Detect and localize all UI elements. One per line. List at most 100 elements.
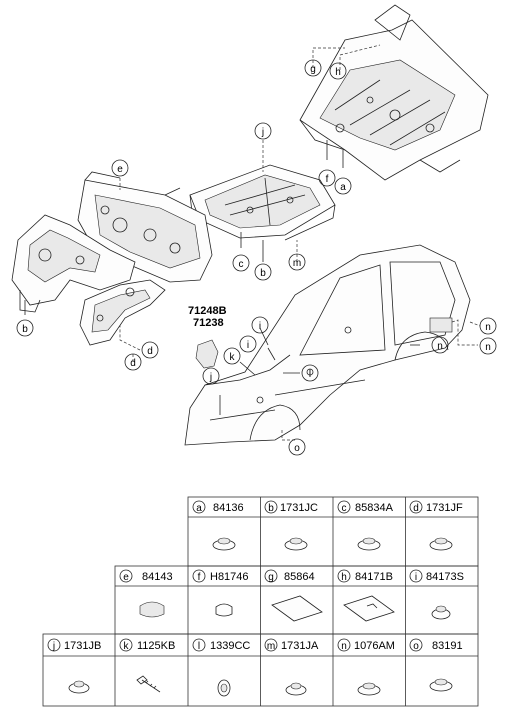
callout-circle-l <box>301 364 319 382</box>
callout-circle-b-left <box>16 319 34 337</box>
svg-text:e: e <box>123 572 129 583</box>
body-side-panel <box>184 244 471 446</box>
callout-circle-n-bottom <box>479 337 497 355</box>
callout-n-mid: n <box>437 341 443 352</box>
part-code-n: 1076AM <box>354 640 395 652</box>
callout-i-lower: i <box>247 340 249 351</box>
part-code-b: 1731JC <box>280 502 318 514</box>
svg-text:d: d <box>413 503 419 514</box>
legend-cell-c: c 85834A <box>337 500 394 514</box>
side-bracket <box>195 339 219 369</box>
callout-n-bottom: n <box>485 342 491 353</box>
rear-floor-assembly <box>299 4 489 181</box>
callout-circle-n-top <box>479 317 497 335</box>
round-rubber-plug-icon-d <box>429 537 453 551</box>
callout-h: h <box>335 67 341 78</box>
leader-lines <box>24 44 481 441</box>
callout-l: l <box>309 369 311 380</box>
callout-circle-e <box>111 159 129 177</box>
callout-i-upper: i <box>259 321 261 332</box>
round-rubber-plug-icon-m <box>285 682 307 696</box>
part-number-71248b: 71248B <box>188 305 227 317</box>
callout-j-side: j <box>209 372 212 383</box>
callout-b-left: b <box>22 324 28 335</box>
svg-text:i: i <box>415 572 417 583</box>
legend-cell-e: e 84143 <box>119 569 173 583</box>
part-code-o: 83191 <box>432 640 463 652</box>
grommet-icon-l <box>217 679 231 697</box>
callout-o: o <box>294 443 300 454</box>
rectangular-sheet-icon-g <box>271 595 323 622</box>
svg-text:j: j <box>52 641 55 652</box>
round-rubber-plug-icon-b <box>284 537 308 551</box>
legend-headers: a 84136 b 1731JC c 85834A d 1731JF e 841… <box>47 500 464 652</box>
callouts: g h f a j e c b m b d d i i k j l o n <box>16 59 497 456</box>
svg-text:b: b <box>268 503 274 514</box>
front-side-member <box>11 214 136 313</box>
part-code-m: 1731JA <box>281 640 319 652</box>
part-code-f: H81746 <box>210 571 249 583</box>
svg-text:a: a <box>196 503 202 514</box>
callout-a: a <box>340 182 346 193</box>
legend-cell-m: m 1731JA <box>264 638 319 652</box>
callout-circle-c <box>232 254 250 272</box>
callout-g: g <box>310 64 316 75</box>
dash-panel <box>77 171 213 283</box>
callout-d-left: d <box>130 358 136 369</box>
callout-circle-j-side <box>202 367 220 385</box>
legend-icons <box>68 537 453 697</box>
part-code-h: 84171B <box>355 571 393 583</box>
callout-j-top: j <box>261 127 264 138</box>
callout-circle-o <box>288 438 306 456</box>
center-floor-pan <box>189 164 336 241</box>
legend-cell-l: l 1339CC <box>192 638 250 652</box>
round-rubber-plug-icon-c <box>357 537 381 551</box>
part-code-g: 85864 <box>284 571 315 583</box>
front-lower-frame <box>79 279 166 346</box>
callout-e: e <box>117 164 123 175</box>
part-code-l: 1339CC <box>210 640 250 652</box>
legend-cell-d: d 1731JF <box>409 500 463 514</box>
legend-cell-f: f H81746 <box>192 569 249 583</box>
legend-cell-k: k 1125KB <box>119 638 175 652</box>
svg-text:m: m <box>267 641 275 652</box>
callout-circle-m <box>288 253 306 271</box>
legend-cell-b: b 1731JC <box>264 500 318 514</box>
callout-circle-i-lower <box>239 335 257 353</box>
callout-circle-h <box>329 62 347 80</box>
callout-k: k <box>230 352 236 363</box>
legend-table <box>42 496 479 707</box>
round-rubber-plug-icon-n <box>357 682 381 696</box>
legend-cell-g: g 85864 <box>264 569 315 583</box>
svg-text:h: h <box>341 572 347 583</box>
callout-circle-d-right <box>141 341 159 359</box>
grommet-icon-i <box>431 605 451 620</box>
svg-text:o: o <box>413 641 419 652</box>
svg-text:c: c <box>342 503 347 514</box>
round-rubber-plug-icon-a <box>212 537 236 551</box>
callout-c: c <box>239 259 244 270</box>
callout-b-center: b <box>260 268 266 279</box>
svg-text:n: n <box>341 641 347 652</box>
rounded-pad-icon-e <box>139 601 165 618</box>
part-code-k: 1125KB <box>137 640 175 652</box>
legend-cell-h: h 84171B <box>337 569 393 583</box>
legend-cell-i: i 84173S <box>409 569 464 583</box>
svg-text:g: g <box>268 572 274 583</box>
rectangular-sheet-icon-h <box>343 595 395 622</box>
callout-circle-b-center <box>254 263 272 281</box>
round-rubber-plug-icon-j <box>68 680 90 694</box>
callout-d-right: d <box>147 346 153 357</box>
callout-circle-d-left <box>124 353 142 371</box>
part-code-e: 84143 <box>142 571 173 583</box>
part-code-c: 85834A <box>355 502 394 514</box>
callout-circle-f <box>318 169 336 187</box>
svg-text:l: l <box>198 641 200 652</box>
legend-cell-o: o 83191 <box>409 638 463 652</box>
svg-text:f: f <box>198 572 201 583</box>
part-code-i: 84173S <box>426 571 464 583</box>
callout-circle-i-upper <box>251 316 269 334</box>
part-code-j: 1731JB <box>64 640 101 652</box>
part-code-a: 84136 <box>213 502 244 514</box>
